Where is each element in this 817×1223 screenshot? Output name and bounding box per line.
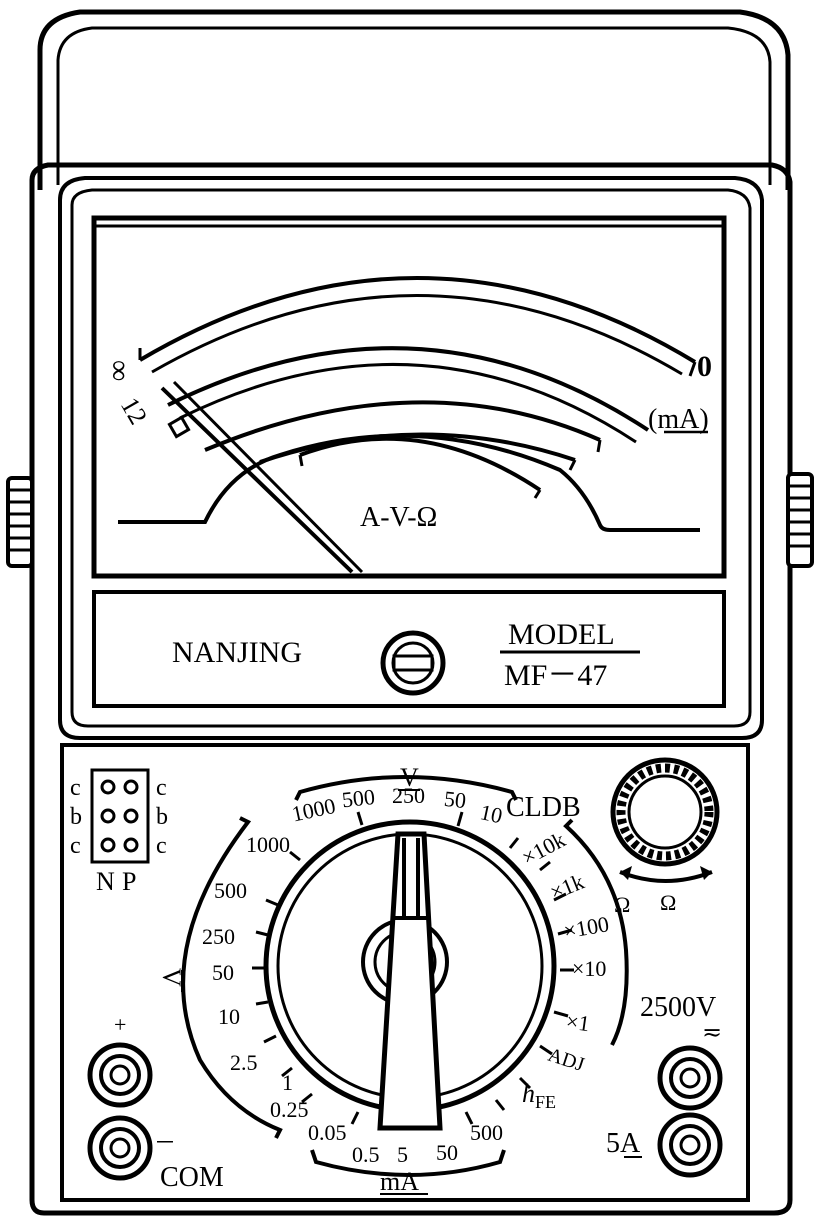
ohm-range-x1k: ×1k [546, 869, 587, 905]
socket-p-label: P [122, 867, 136, 896]
model-number: MF－47 [504, 659, 607, 692]
control-panel [60, 743, 750, 1202]
dcv-range-50: 50 [212, 960, 234, 985]
scale-arc-ma [167, 346, 650, 432]
dcv-range-500: 500 [214, 878, 247, 903]
acv-range-500: 500 [341, 784, 376, 812]
scale-arc-3 [204, 400, 601, 452]
2500v-label: 2500V [640, 992, 716, 1023]
ma-label: mA [380, 1167, 419, 1196]
handle [37, 9, 791, 190]
ma-range-0.05: 0.05 [308, 1120, 347, 1145]
ohm-adjust-wheel[interactable] [610, 757, 720, 867]
acv-range-arc [294, 775, 518, 801]
ohm-range-arc [563, 818, 629, 1046]
5a-label: 5A [606, 1128, 641, 1159]
plus-terminal[interactable] [87, 1042, 153, 1108]
socket-pin-left-c2: c [70, 833, 81, 859]
5a-terminal[interactable] [657, 1112, 723, 1178]
ac-dc-symbol: ≂ [702, 1020, 722, 1046]
side-knob-right [786, 472, 814, 568]
dcv-range-250: 250 [202, 924, 235, 949]
scale-zero-label: 0 [697, 350, 712, 383]
socket-pin-right-b: b [156, 804, 168, 830]
selector-pointer [377, 831, 443, 1131]
body-outline [29, 162, 793, 1216]
scale-ma-label: (mA) [648, 404, 709, 435]
maker-label: NANJING [172, 636, 302, 669]
dcv-range-2.5: 2.5 [230, 1050, 258, 1075]
hfe-label: hFE [522, 1079, 556, 1112]
dcv-mark: V [157, 968, 186, 987]
socket-n-label: N [96, 867, 115, 896]
socket-pin-right-c1: c [156, 775, 167, 801]
ohm-range-x10k: ×10k [518, 827, 570, 870]
com-label: COM [160, 1162, 224, 1193]
ma-range-0.5: 0.5 [352, 1142, 380, 1167]
ma-range-arc [310, 1149, 506, 1177]
ma-range-50: 50 [436, 1140, 458, 1165]
side-knob-left [6, 476, 34, 568]
ohm-adjust-label: Ω [660, 890, 676, 915]
ma-range-500: 500 [470, 1120, 503, 1145]
dial-ticks [252, 811, 574, 1125]
scale-arc-ohm [138, 276, 697, 364]
ohm-range-symbol: Ω [614, 892, 630, 917]
acv-range-250: 250 [392, 783, 425, 808]
scale-arc-5 [299, 436, 542, 492]
acv-mark: V [400, 763, 419, 792]
acv-range-10: 10 [478, 799, 505, 828]
meter-bezel [58, 176, 764, 740]
ohm-range-x10: ×10 [572, 956, 606, 981]
socket-pin-left-c1: c [70, 775, 81, 801]
model-label: MODEL [508, 618, 615, 651]
zero-adjust-screw[interactable] [380, 630, 446, 696]
socket-pin-right-c2: c [156, 833, 167, 859]
scale-infinity-label: ∞ [103, 360, 136, 381]
2500v-terminal[interactable] [657, 1045, 723, 1111]
plus-label: + [114, 1012, 126, 1037]
com-terminal[interactable] [87, 1115, 153, 1181]
range-selector-dial[interactable] [263, 819, 557, 1131]
ohm-adjust-arrow [619, 870, 713, 883]
dcv-range-arc [181, 816, 283, 1139]
dcv-range-1000: 1000 [246, 832, 290, 857]
minus-label: － [154, 1130, 176, 1155]
meter-function-label: A-V-Ω [360, 502, 437, 533]
ohm-range-x100: ×100 [562, 911, 611, 944]
ohm-range-x1: ×1 [565, 1008, 592, 1036]
ma-range-5: 5 [397, 1142, 408, 1167]
dcv-range-0.25: 0.25 [270, 1097, 309, 1122]
mirror-band [118, 433, 700, 532]
acv-range-50: 50 [443, 786, 467, 813]
meter-needle [160, 380, 364, 574]
dcv-range-10: 10 [218, 1004, 240, 1029]
dcv-range-1: 1 [282, 1070, 293, 1095]
cldb-label: CLDB [506, 792, 581, 823]
transistor-socket[interactable] [90, 768, 150, 864]
adj-label: ADJ [545, 1044, 587, 1076]
socket-pin-left-b: b [70, 804, 82, 830]
